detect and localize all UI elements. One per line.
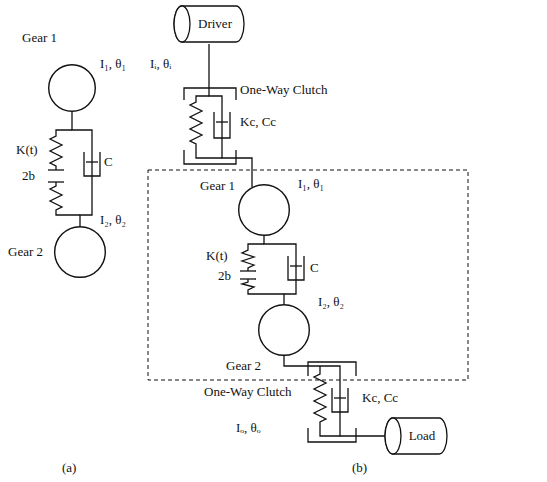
inertia-label: I₂, θ₂ <box>318 294 344 310</box>
gear-circle-outline <box>239 185 290 236</box>
gear-circle: Gear 2I₂, θ₂ <box>258 304 310 356</box>
spring-symbol <box>190 96 222 158</box>
inertia-label: I₁, θ₁ <box>298 176 324 192</box>
clutch-housing <box>308 362 356 442</box>
gear-circle: Gear 1I₁, θ₁ <box>48 64 96 112</box>
gear-outline <box>48 64 96 112</box>
gear-name: Gear 2 <box>226 358 261 374</box>
parameter-label: C <box>310 260 319 276</box>
parameter-label: 2b <box>22 168 35 184</box>
gear-circle-outline <box>55 227 106 278</box>
parameter-label: 2b <box>218 268 231 284</box>
parameter-label: Iᵢ, θᵢ <box>150 56 171 72</box>
body-name: Driver <box>198 16 232 32</box>
parameter-label: One-Way Clutch <box>204 384 291 400</box>
spring-symbol <box>242 244 264 271</box>
parameter-label: Iₒ, θₒ <box>236 420 261 436</box>
parameter-label: One-Way Clutch <box>240 82 327 98</box>
backlash-plate <box>48 169 64 170</box>
shaft-connector <box>72 112 92 226</box>
gear-outline <box>54 226 106 278</box>
inertia-cylinder: Driver <box>174 4 244 44</box>
backlash-plate <box>240 270 256 271</box>
gear-name: Gear 1 <box>200 178 235 194</box>
gear-circle: Gear 2I₂, θ₂ <box>54 226 106 278</box>
gear-outline <box>238 184 290 236</box>
shaft-connector <box>264 236 296 304</box>
panel-label: (a) <box>62 460 76 476</box>
parameter-label: K(t) <box>16 142 38 158</box>
gear-name: Gear 1 <box>22 30 57 46</box>
spring-symbol <box>314 366 340 436</box>
body-name: Load <box>409 428 436 444</box>
cylinder-end <box>385 418 401 454</box>
parameter-label: K(t) <box>206 248 228 264</box>
gear-pair-boundary <box>148 170 468 380</box>
gear-circle-outline <box>49 65 96 112</box>
parameter-label: Kc, Cc <box>240 114 276 130</box>
cylinder-end <box>174 6 190 42</box>
gear-circle-outline <box>259 305 310 356</box>
spring-symbol <box>50 182 80 215</box>
gear-outline <box>258 304 310 356</box>
spring-symbol <box>50 130 72 170</box>
gear-name: Gear 2 <box>8 244 43 260</box>
cylinder-body <box>385 418 447 454</box>
panel-label: (b) <box>352 460 367 476</box>
parameter-label: C <box>104 154 113 170</box>
spring-symbol <box>242 279 284 294</box>
clutch-housing <box>184 88 236 164</box>
inertia-label: I₁, θ₁ <box>100 56 126 72</box>
inertia-label: I₂, θ₂ <box>100 212 126 228</box>
gear-circle: Gear 1I₁, θ₁ <box>238 184 290 236</box>
inertia-cylinder: Load <box>385 416 447 456</box>
cylinder-body <box>174 6 244 42</box>
parameter-label: Kc, Cc <box>362 390 398 406</box>
